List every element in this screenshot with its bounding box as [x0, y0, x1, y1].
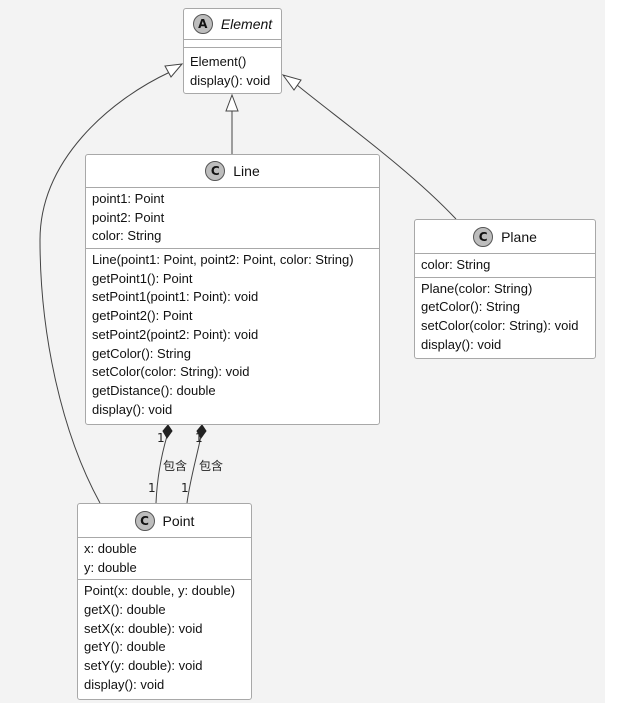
field-row: x: double — [84, 541, 137, 556]
inheritance-arrowhead-point — [164, 63, 184, 78]
method-row: setColor(color: String): void — [92, 364, 250, 380]
method-row: getPoint2(): Point — [92, 308, 193, 324]
field-row: color: String — [92, 228, 162, 244]
methods-section: Element() display(): void — [184, 48, 281, 92]
composition-edge-1 — [155, 435, 168, 504]
method-row: setColor(color: String): void — [421, 318, 579, 334]
method-row: Plane(color: String) — [421, 280, 533, 296]
inheritance-arrowhead-plane — [281, 74, 302, 91]
methods-section: Point(x: double, y: double) getX(): doub… — [78, 580, 251, 696]
fields-section: x: double y: double — [78, 538, 251, 581]
composition-diamond-1 — [162, 424, 173, 439]
field-row: y: double — [84, 559, 137, 575]
inheritance-arrowhead-line — [225, 93, 239, 112]
method-row: Line(point1: Point, point2: Point, color… — [92, 252, 354, 268]
methods-section: Line(point1: Point, point2: Point, color… — [86, 249, 379, 421]
field-row: point2: Point — [92, 209, 165, 225]
method-row: getPoint1(): Point — [92, 270, 193, 286]
field-row: point1: Point — [92, 191, 165, 206]
class-icon: C — [473, 226, 494, 247]
multiplicity-line-end-2: 1 — [195, 431, 203, 445]
method-row: Point(x: double, y: double) — [84, 583, 236, 599]
method-row: getY(): double — [84, 639, 166, 655]
class-name: Plane — [501, 228, 537, 245]
method-row: getColor(): String — [92, 345, 191, 361]
method-row: setPoint2(point2: Point): void — [92, 326, 259, 342]
class-name: Point — [162, 512, 195, 529]
class-header: C Plane — [415, 220, 595, 254]
class-element[interactable]: A Element Element() display(): void — [183, 8, 282, 94]
method-row: setX(x: double): void — [84, 620, 203, 636]
class-name: Element — [220, 16, 273, 32]
class-header: C Point — [78, 504, 251, 538]
method-row: display(): void — [92, 401, 173, 417]
class-icon: C — [205, 161, 226, 181]
composition-label-1: 包含 — [163, 459, 188, 473]
method-row: getColor(): String — [421, 299, 520, 315]
method-row: getDistance(): double — [92, 382, 216, 398]
inheritance-edge-point-element — [39, 71, 171, 504]
multiplicity-point-end-1: 1 — [148, 481, 156, 495]
method-row: display(): void — [84, 676, 165, 692]
class-line[interactable]: C Line point1: Point point2: Point color… — [85, 154, 380, 425]
class-point[interactable]: C Point x: double y: double Point(x: dou… — [77, 503, 252, 700]
field-row: color: String — [421, 257, 491, 272]
method-row: display(): void — [190, 72, 271, 88]
method-row: getX(): double — [84, 602, 166, 618]
method-row: setY(y: double): void — [84, 658, 203, 674]
composition-edge-2 — [186, 435, 202, 504]
relationship-edges — [39, 63, 457, 504]
class-header: A Element — [184, 9, 281, 40]
method-row: setPoint1(point1: Point): void — [92, 289, 259, 305]
methods-section: Plane(color: String) getColor(): String … — [415, 278, 595, 357]
class-name: Line — [233, 163, 260, 179]
fields-section: point1: Point point2: Point color: Strin… — [86, 188, 379, 250]
inheritance-edge-plane-element — [296, 84, 457, 220]
multiplicity-line-end-1: 1 — [157, 431, 165, 445]
fields-section — [184, 40, 281, 48]
right-margin — [605, 0, 636, 703]
class-plane[interactable]: C Plane color: String Plane(color: Strin… — [414, 219, 596, 359]
class-header: C Line — [86, 155, 379, 188]
composition-diamond-2 — [196, 424, 207, 439]
fields-section: color: String — [415, 254, 595, 278]
class-icon: C — [134, 510, 155, 531]
method-row: Element() — [190, 54, 247, 69]
method-row: display(): void — [421, 336, 502, 352]
composition-label-2: 包含 — [199, 459, 224, 473]
abstract-class-icon: A — [192, 14, 213, 34]
multiplicity-point-end-2: 1 — [181, 481, 189, 495]
